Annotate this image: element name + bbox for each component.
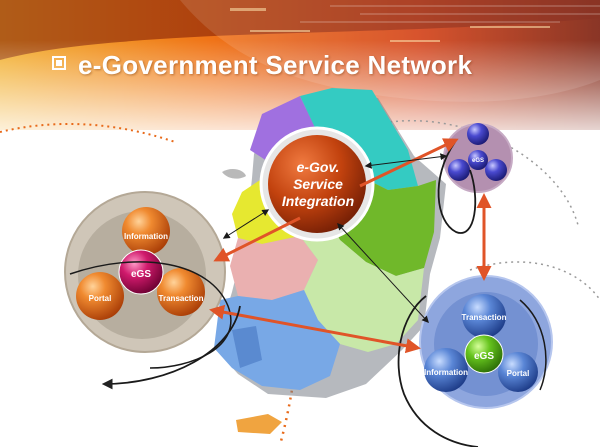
node-information-bottom[interactable]: Information <box>424 348 468 392</box>
node-sat-left <box>448 159 470 181</box>
title-bullet-icon <box>52 56 66 70</box>
connector-hub-left-thin <box>222 209 270 239</box>
node-label: eGS <box>474 351 494 362</box>
node-egs-top[interactable]: eGS <box>468 150 488 170</box>
region-jeonbuk <box>230 236 318 300</box>
node-sat-top <box>467 123 489 145</box>
connector-hub-left <box>213 216 301 262</box>
cluster-left: Information Portal Transaction eGS <box>64 191 232 369</box>
node-label: eGS <box>131 269 151 280</box>
node-sat-right <box>485 159 507 181</box>
node-label: Transaction <box>159 294 204 303</box>
hub-label-line1: e-Gov. <box>297 159 340 175</box>
node-portal-left[interactable]: Portal <box>76 272 124 320</box>
node-information-left[interactable]: Information <box>122 207 170 255</box>
cluster-bottom: Transaction Information Portal eGS <box>397 275 553 447</box>
node-label: Information <box>424 368 468 377</box>
slide-title: e-Government Service Network <box>78 50 473 80</box>
hub-label-line2: Service <box>293 176 343 192</box>
orbit-dotted-left <box>0 122 176 143</box>
connector-hub-bottom-thin <box>337 222 429 324</box>
orbit-top <box>437 141 477 234</box>
node-egs-bottom[interactable]: eGS <box>464 334 504 374</box>
node-label: Portal <box>89 294 112 303</box>
node-transaction-left[interactable]: Transaction <box>157 268 205 316</box>
orbit-sweep-left <box>101 305 241 390</box>
connectors <box>101 138 492 390</box>
connector-hub-top-thin <box>364 153 448 169</box>
node-egs-left[interactable]: eGS <box>118 249 164 295</box>
node-portal-bottom[interactable]: Portal <box>498 352 538 392</box>
node-label: eGS <box>472 158 484 164</box>
hub-integration[interactable]: e-Gov. Service Integration <box>259 126 375 242</box>
node-label: Portal <box>507 369 530 378</box>
connector-left-bottom <box>209 304 421 354</box>
node-label: Transaction <box>462 313 507 322</box>
cluster-top: eGS <box>437 123 513 234</box>
hub-label-line3: Integration <box>282 193 354 209</box>
node-transaction-bottom[interactable]: Transaction <box>462 294 507 338</box>
jeju-island <box>236 414 282 434</box>
node-label: Information <box>124 232 168 241</box>
